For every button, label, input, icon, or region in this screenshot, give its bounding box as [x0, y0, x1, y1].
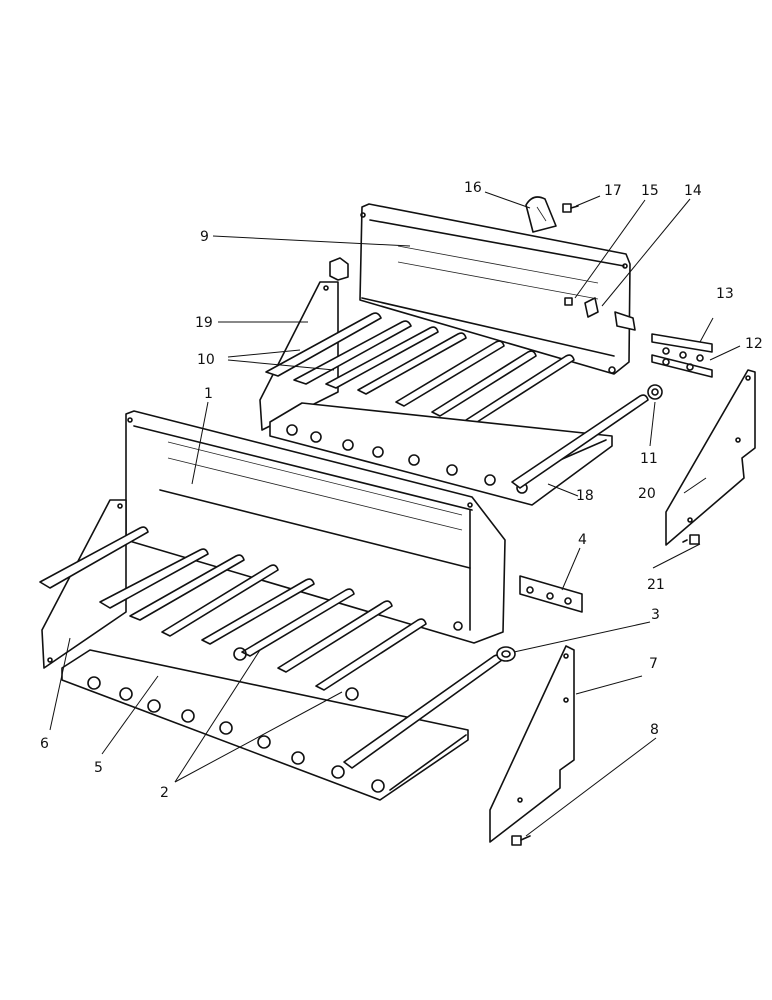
part-2-tines: [39, 526, 427, 691]
callout-18: 18: [576, 488, 594, 504]
callout-2: 2: [160, 785, 169, 801]
callout-3: 3: [651, 607, 660, 623]
callout-19: 19: [195, 315, 213, 331]
part-15-bolt: [564, 297, 573, 306]
part-11-rod: [511, 394, 649, 489]
rear-assembly: [259, 196, 713, 506]
callout-15: 15: [641, 183, 659, 199]
part-10-tines: [265, 312, 575, 425]
part-9-back-panel: [359, 203, 631, 375]
callout-6: 6: [40, 736, 49, 752]
part-6-side-plate: [41, 499, 127, 669]
callout-9: 9: [200, 229, 209, 245]
part-1-back-panel: [125, 410, 506, 644]
callouts: 16 17 15 14 9 13 12 19 10 11 1 18 20 21 …: [40, 180, 763, 801]
part-20-side-plate: [665, 369, 756, 546]
part-11-ring: [647, 384, 663, 400]
part-14-clip: [584, 297, 599, 318]
part-8-bolt: [511, 835, 531, 846]
part-17-bolt: [562, 203, 579, 213]
callout-17: 17: [604, 183, 622, 199]
part-16-bracket: [525, 196, 557, 233]
leader-lines: [49, 191, 741, 837]
callout-13: 13: [716, 286, 734, 302]
part-13-bar: [651, 333, 713, 353]
front-assembly: [39, 410, 583, 801]
callout-14: 14: [684, 183, 702, 199]
callout-12: 12: [745, 336, 763, 352]
callout-7: 7: [649, 656, 658, 672]
callout-16: 16: [464, 180, 482, 196]
callout-20: 20: [638, 486, 656, 502]
callout-8: 8: [650, 722, 659, 738]
part-21-bolt: [682, 534, 700, 545]
callout-10: 10: [197, 352, 215, 368]
part-3-ring: [496, 646, 516, 662]
callout-11: 11: [640, 451, 658, 467]
part-7-side-plate: [489, 645, 575, 843]
callout-1: 1: [204, 386, 213, 402]
callout-5: 5: [94, 760, 103, 776]
callout-4: 4: [578, 532, 587, 548]
part-5-base-plate: [61, 649, 469, 801]
callout-21: 21: [647, 577, 665, 593]
